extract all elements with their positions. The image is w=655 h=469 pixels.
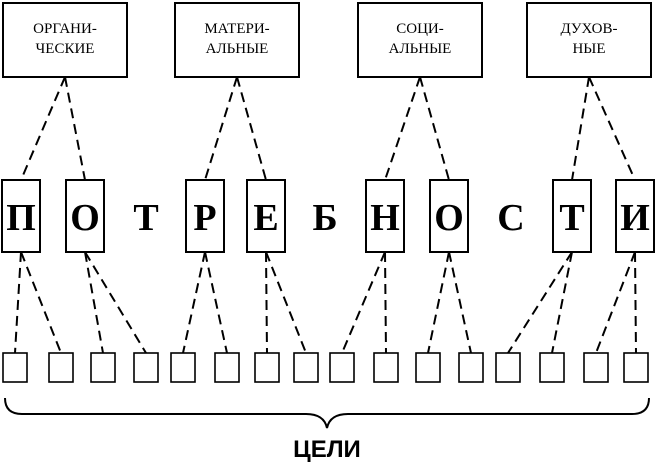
- letter-box-8: [429, 179, 469, 253]
- goal-box: [495, 352, 521, 383]
- connector-material-r: [204, 76, 238, 181]
- letter-2: О: [70, 197, 100, 239]
- letter-3: Т: [133, 197, 158, 239]
- goal-box: [373, 352, 399, 383]
- connector-social-o: [419, 76, 450, 181]
- letter-7: Н: [370, 197, 400, 239]
- category-social-line1: СОЦИ-: [396, 21, 444, 37]
- category-organic-line1: ОРГАНИ-: [33, 21, 97, 37]
- letter-5: Е: [253, 197, 278, 239]
- goal-box: [583, 352, 609, 383]
- word-needs: П О Т Р Е Б Н О С Т И: [1, 179, 655, 253]
- goal-box: [214, 352, 240, 383]
- goal-box: [2, 352, 28, 383]
- goals-label: ЦЕЛИ: [293, 436, 361, 463]
- category-spiritual-line2: НЫЕ: [572, 41, 605, 57]
- goals-brace: [4, 397, 650, 429]
- goal-box: [415, 352, 441, 383]
- category-organic-line2: ЧЕСКИЕ: [36, 41, 95, 57]
- goal-box: [133, 352, 159, 383]
- goal-box: [293, 352, 319, 383]
- goal-box: [48, 352, 74, 383]
- goal-connectors: [14, 251, 637, 354]
- connector-spiritual-i: [588, 76, 636, 181]
- connector-organic-p: [20, 76, 66, 181]
- letter-10: Т: [559, 197, 584, 239]
- connector-material-e: [236, 76, 267, 181]
- letter-1: П: [6, 197, 36, 239]
- category-connectors: [20, 76, 636, 181]
- category-organic: ОРГАНИ- ЧЕСКИЕ: [2, 2, 128, 78]
- letter-8: О: [434, 197, 464, 239]
- goal-box: [90, 352, 116, 383]
- category-social-line2: АЛЬНЫЕ: [389, 41, 452, 57]
- goal-box: [254, 352, 280, 383]
- letter-4: Р: [193, 197, 216, 239]
- goal-box: [623, 352, 649, 383]
- connector-spiritual-t: [571, 76, 590, 181]
- goal-box: [170, 352, 196, 383]
- category-material: МАТЕРИ- АЛЬНЫЕ: [174, 2, 300, 78]
- connector-social-n: [384, 76, 421, 181]
- letter-9: С: [497, 197, 524, 239]
- goal-box: [458, 352, 484, 383]
- goal-box: [539, 352, 565, 383]
- category-spiritual-line1: ДУХОВ-: [561, 21, 618, 37]
- goal-box: [329, 352, 355, 383]
- letter-11: И: [620, 197, 650, 239]
- category-spiritual: ДУХОВ- НЫЕ: [526, 2, 652, 78]
- connector-organic-o: [64, 76, 86, 181]
- category-material-line1: МАТЕРИ-: [204, 21, 269, 37]
- letter-6: Б: [312, 197, 337, 239]
- category-material-line2: АЛЬНЫЕ: [206, 41, 269, 57]
- letter-box-5: [246, 179, 286, 253]
- letter-box-11: [615, 179, 655, 253]
- goal-boxes: [2, 352, 649, 383]
- category-social: СОЦИ- АЛЬНЫЕ: [357, 2, 483, 78]
